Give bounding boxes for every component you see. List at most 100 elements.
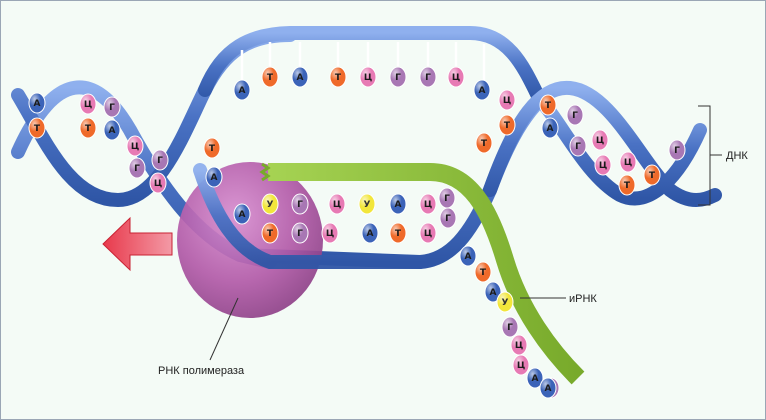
nucleotide-letter: Г	[425, 73, 431, 83]
polymerase-label: РНК полимераза	[158, 365, 245, 377]
nucleotide-letter: А	[211, 173, 218, 183]
nucleotide-highlight	[570, 136, 586, 156]
nucleotide-highlight	[292, 223, 308, 243]
nucleotide-highlight	[329, 194, 345, 214]
nucleotide-letter: Ц	[364, 73, 372, 83]
nucleotide-letter: Г	[445, 214, 451, 224]
nucleotide-letter: Г	[395, 73, 401, 83]
nucleotide-highlight	[485, 282, 501, 302]
nucleotide-letter: Ц	[424, 200, 432, 210]
nucleotide-letter: А	[367, 229, 374, 239]
nucleotide-highlight	[262, 194, 278, 214]
nucleotide-letter: А	[479, 86, 486, 96]
nucleotide-letter: Г	[572, 111, 578, 121]
nucleotide-highlight	[527, 368, 543, 388]
nucleotide-highlight	[420, 223, 436, 243]
dna-bracket	[698, 105, 711, 206]
nucleotide-highlight	[129, 158, 145, 178]
nucleotide-letter: Ц	[452, 73, 460, 83]
nucleotide-highlight	[206, 167, 222, 187]
polymerase-pointer-line	[209, 297, 239, 361]
nucleotide-letter: А	[297, 73, 304, 83]
nucleotide-highlight	[439, 188, 455, 208]
nucleotide-highlight	[104, 120, 120, 140]
dna-strand-right-a	[533, 93, 707, 206]
nucleotide-highlight	[362, 223, 378, 243]
nucleotide-highlight	[29, 93, 45, 113]
nucleotide-highlight	[330, 67, 346, 87]
nucleotide-highlight	[460, 246, 476, 266]
direction-arrow	[102, 216, 173, 272]
nucleotide-highlight	[390, 194, 406, 214]
nucleotide-letter: У	[364, 200, 371, 210]
nucleotide-highlight	[644, 165, 660, 185]
nucleotide-highlight	[262, 67, 278, 87]
nucleotide-highlight	[567, 105, 583, 125]
nucleotide-letter: А	[532, 374, 539, 384]
nucleotide-highlight	[499, 115, 515, 135]
nucleotide-highlight	[475, 262, 491, 282]
nucleotide-letter: Г	[507, 323, 513, 333]
nucleotide-highlight	[292, 67, 308, 87]
nucleotide-highlight	[152, 150, 168, 170]
nucleotide-letter: А	[239, 210, 246, 220]
nucleotide-letter: Г	[444, 194, 450, 204]
nucleotide-highlight	[80, 118, 96, 138]
nucleotide-letter: Т	[209, 144, 216, 154]
nucleotide-highlight	[204, 138, 220, 158]
nucleotide-letter: А	[34, 99, 41, 109]
nucleotide-letter: Ц	[84, 100, 92, 110]
nucleotide-letter: Т	[335, 73, 342, 83]
nucleotide-letter: Т	[85, 124, 92, 134]
nucleotide-highlight	[476, 133, 492, 153]
nucleotide-letter: А	[547, 124, 554, 134]
nucleotide-letter: А	[109, 126, 116, 136]
nucleotide-highlight	[420, 67, 436, 87]
nucleotide-letter: Т	[481, 139, 488, 149]
nucleotide-highlight	[497, 292, 513, 312]
nucleotide-letter: Т	[649, 171, 656, 181]
nucleotide-highlight	[234, 80, 250, 100]
dna-template-strand-front	[193, 163, 427, 269]
nucleotide-highlight	[595, 155, 611, 175]
nucleotide-letter: Ц	[333, 200, 341, 210]
nucleotide-highlight	[540, 95, 556, 115]
mrna-strand	[268, 163, 585, 385]
nucleotide-highlight	[440, 208, 456, 228]
nucleotide-highlight	[540, 378, 556, 398]
nucleotide-letter: Ц	[131, 142, 139, 152]
nucleotide-letter: Ц	[326, 229, 334, 239]
nucleotide-letter: Ц	[624, 158, 632, 168]
nucleotide-letter: А	[490, 288, 497, 298]
nucleotide-letter: А	[465, 252, 472, 262]
nucleotide-letter: Т	[34, 124, 41, 134]
mrna-cut-end	[259, 162, 271, 182]
nucleotide-letter: Г	[297, 229, 303, 239]
nucleotide-highlight	[292, 194, 308, 214]
nucleotide-letter: Т	[480, 268, 487, 278]
nucleotide-letter: Г	[109, 103, 115, 113]
dna-coding-strand	[198, 26, 547, 107]
nucleotide-letter: Ц	[503, 96, 511, 106]
nucleotide-letter: Г	[157, 156, 163, 166]
nucleotide-letter: Ц	[599, 161, 607, 171]
nucleotide-letter: У	[502, 298, 509, 308]
nucleotide-highlight	[80, 94, 96, 114]
nucleotide-letter: А	[545, 384, 552, 394]
nucleotide-letter: А	[239, 86, 246, 96]
nucleotide-highlight	[127, 136, 143, 156]
nucleotide-letter: Г	[134, 164, 140, 174]
dna-label: ДНК	[726, 150, 748, 162]
nucleotide-letter: Ц	[517, 361, 525, 371]
nucleotide-letter: Т	[504, 121, 511, 131]
nucleotide-highlight	[448, 67, 464, 87]
nucleotide-highlight	[669, 140, 685, 160]
nucleotide-letter: Ц	[424, 229, 432, 239]
nucleotide-highlight	[499, 90, 515, 110]
nucleotide-letter: Т	[395, 229, 402, 239]
nucleotide-letter: Г	[297, 200, 303, 210]
nucleotide-letter: Т	[267, 73, 274, 83]
